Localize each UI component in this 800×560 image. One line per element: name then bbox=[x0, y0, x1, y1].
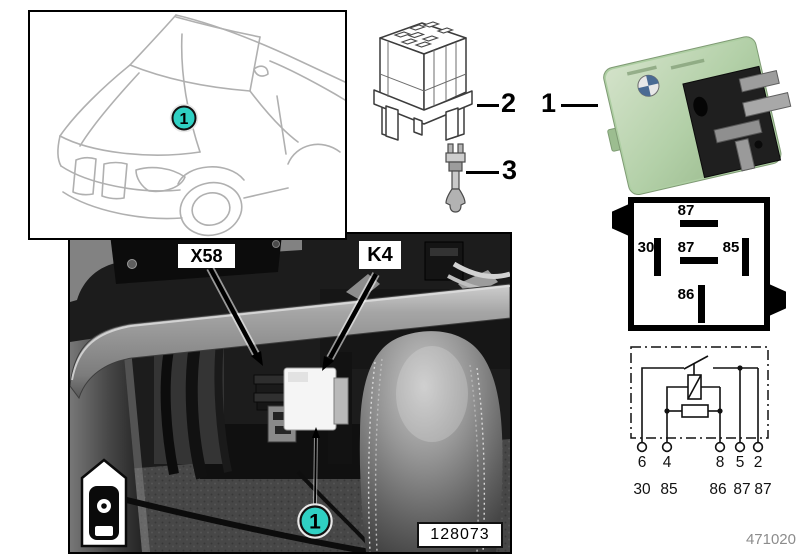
relay-pin-2 bbox=[742, 92, 792, 118]
car-location-box: 1 bbox=[28, 10, 347, 240]
relay-label: K4 bbox=[359, 241, 401, 269]
top-connector-rib bbox=[430, 248, 458, 256]
connector-label: X58 bbox=[178, 244, 235, 268]
car-callout: 1 bbox=[169, 103, 199, 133]
pillar-edge bbox=[122, 334, 150, 552]
pin-85: 85 bbox=[722, 239, 740, 256]
terminal-85: 85 bbox=[660, 481, 677, 498]
trim-highlight bbox=[71, 285, 510, 381]
loom-3 bbox=[214, 341, 232, 473]
relay-body bbox=[603, 36, 792, 196]
terminal-30: 30 bbox=[633, 481, 651, 498]
photo-callout-number: 1 bbox=[309, 511, 321, 534]
screw-2 bbox=[272, 240, 280, 248]
pin-number-2: 2 bbox=[754, 454, 763, 471]
schematic-terminal-names: 30 85 86 87 87 bbox=[633, 481, 771, 498]
k4-relay bbox=[283, 367, 349, 431]
pin-86-bar bbox=[698, 285, 705, 323]
callout-arrow bbox=[312, 427, 320, 505]
interior-photo-scene: 1 bbox=[70, 234, 510, 552]
relay-tab-right bbox=[769, 284, 786, 316]
relay-roundel bbox=[637, 74, 660, 97]
schematic-border bbox=[630, 346, 769, 439]
part-2-label: 2 bbox=[501, 88, 517, 118]
k4-arrow bbox=[322, 272, 380, 371]
pin-number-8: 8 bbox=[716, 454, 725, 471]
pin-86: 86 bbox=[677, 286, 695, 303]
interior-photo: 1 X58 K4 128073 bbox=[68, 232, 512, 554]
pin-87-top-bar bbox=[680, 220, 718, 227]
pin-85-bar bbox=[742, 238, 749, 276]
relay-pin-3 bbox=[713, 119, 763, 144]
socket-ribs bbox=[379, 42, 467, 106]
car-line-drawing: 1 bbox=[57, 14, 346, 237]
relay-pin-face bbox=[682, 65, 792, 179]
part-1-leader bbox=[561, 104, 598, 107]
terminal-87a: 87 bbox=[733, 481, 750, 498]
terminal-slots bbox=[393, 21, 455, 48]
pin-30-bar bbox=[654, 238, 661, 276]
loom-1 bbox=[160, 343, 179, 475]
stitch-right-b bbox=[469, 364, 480, 552]
relay-print-1 bbox=[626, 65, 657, 76]
pin-number-5: 5 bbox=[736, 454, 745, 471]
pin-number-4: 4 bbox=[663, 454, 672, 471]
schematic-terminals bbox=[636, 441, 764, 453]
drawing-number: 471020 bbox=[745, 531, 796, 548]
pin-diagram: 87 30 87 85 86 bbox=[628, 197, 770, 331]
part-3-label: 3 bbox=[502, 155, 518, 185]
car-outline bbox=[57, 14, 346, 237]
cable-1 bbox=[452, 261, 510, 279]
pin-87-top: 87 bbox=[677, 202, 695, 219]
pin-terminal-drawing bbox=[445, 143, 466, 213]
part-2-leader bbox=[477, 104, 499, 107]
screw bbox=[127, 259, 137, 269]
terminal-86: 86 bbox=[709, 481, 726, 498]
pin-number-6: 6 bbox=[638, 454, 647, 471]
part-1-label: 1 bbox=[541, 88, 557, 118]
trim-bar bbox=[70, 283, 510, 400]
relay-photo bbox=[603, 36, 792, 196]
schematic-junctions bbox=[664, 365, 743, 414]
gear-knob bbox=[359, 331, 503, 552]
floor-cable-1 bbox=[109, 493, 371, 552]
pin-body bbox=[445, 143, 466, 213]
socket-body bbox=[373, 22, 473, 141]
pin-30: 30 bbox=[637, 239, 655, 256]
photo-callout: 1 bbox=[297, 503, 333, 539]
part-3-leader bbox=[466, 171, 499, 174]
pin-87-mid: 87 bbox=[677, 239, 695, 256]
circuit-schematic: 6 4 8 5 2 30 85 86 87 87 bbox=[630, 346, 772, 498]
relay-print-2 bbox=[670, 58, 705, 70]
top-connector bbox=[424, 241, 464, 281]
relay-pin-4 bbox=[734, 138, 756, 172]
terminal-87b: 87 bbox=[754, 481, 771, 498]
knob-highlight bbox=[396, 346, 468, 442]
pin-87-mid-bar bbox=[680, 257, 718, 264]
car-callout-number: 1 bbox=[180, 111, 189, 128]
schematic-pin-numbers: 6 4 8 5 2 bbox=[638, 454, 763, 471]
schematic-wires bbox=[641, 355, 759, 443]
loom-2 bbox=[185, 336, 208, 480]
relay-pin-1 bbox=[738, 69, 780, 93]
image-number: 128073 bbox=[417, 522, 503, 548]
relay-socket-drawing bbox=[373, 21, 473, 141]
car-position-icon bbox=[80, 458, 128, 548]
stitch-left-b bbox=[374, 358, 383, 552]
x58-arrow bbox=[206, 266, 263, 366]
relay-tab-left bbox=[612, 204, 629, 236]
